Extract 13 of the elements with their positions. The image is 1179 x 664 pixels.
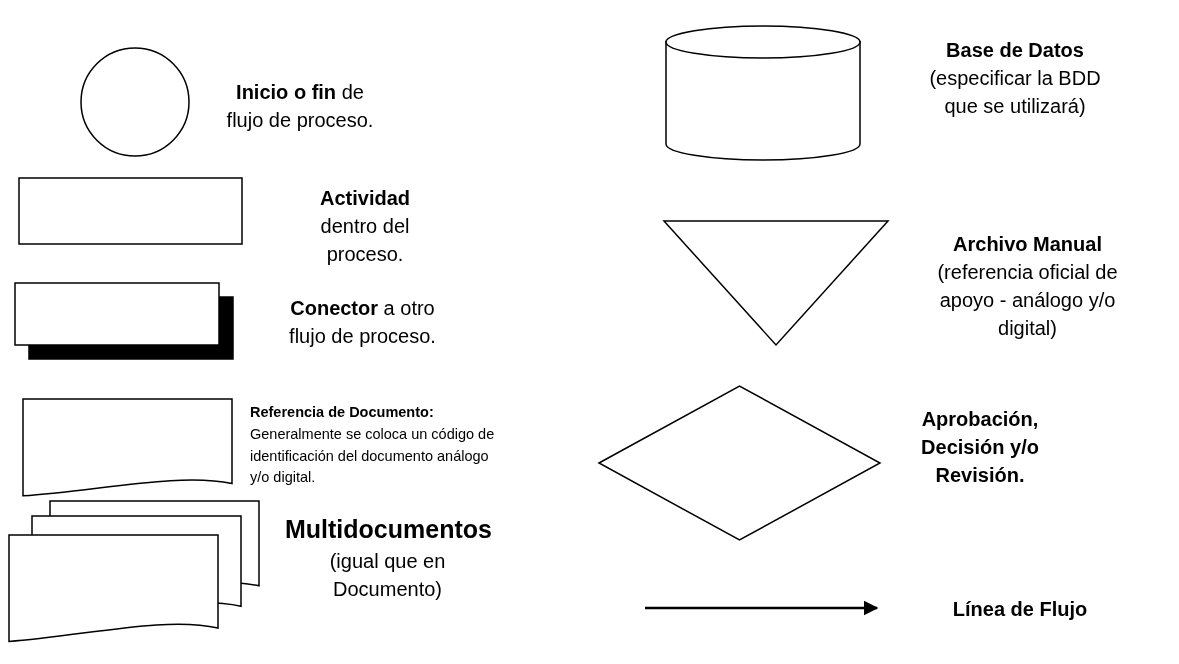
symbol-description: (igual que en Documento) bbox=[328, 549, 447, 602]
symbol-title: Archivo Manual bbox=[952, 232, 1103, 257]
symbol-description: Generalmente se coloca un código de identificación del documento análogo y/o digital. bbox=[250, 424, 495, 488]
symbol-description: Actividad dentro del proceso. bbox=[319, 186, 411, 267]
symbol-title: Referencia de Documento: bbox=[250, 403, 435, 422]
symbol-description: Conector a otro flujo de proceso. bbox=[288, 296, 437, 349]
symbol-title: Multidocumentos bbox=[285, 514, 490, 545]
symbol-title: Base de Datos bbox=[945, 38, 1085, 63]
symbol-description: (referencia oficial de apoyo - análogo y/o digital) bbox=[936, 260, 1119, 341]
symbol-title: Aprobación, Decisión y/o Revisión. bbox=[920, 407, 1040, 488]
symbol-description: Inicio o fin de flujo de proceso. bbox=[225, 80, 375, 133]
symbol-title: Línea de Flujo bbox=[951, 597, 1089, 622]
symbol-description: (especificar la BDD que se utilizará) bbox=[928, 66, 1102, 119]
